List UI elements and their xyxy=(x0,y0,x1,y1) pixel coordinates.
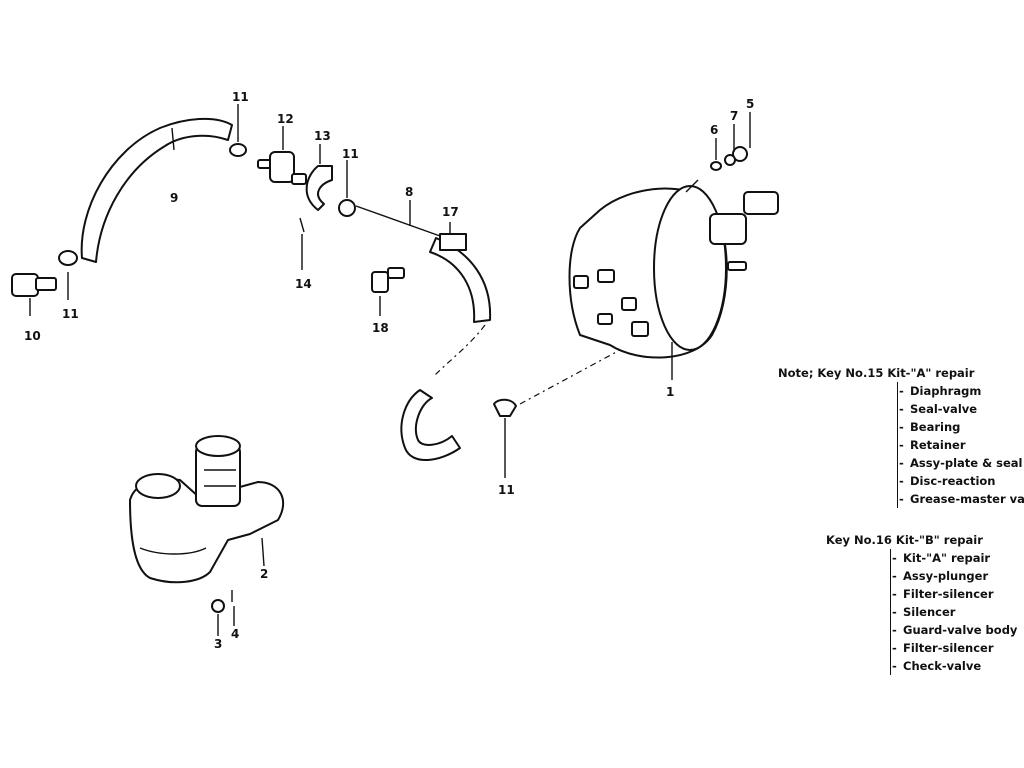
filter xyxy=(231,590,235,626)
list-item: Diaphragm xyxy=(899,382,1024,400)
repair-kit-b-note: Key No.16 Kit-"B" repair Kit-"A" repair … xyxy=(826,531,1017,675)
pipe-bracket xyxy=(439,222,467,251)
list-item: Check-valve xyxy=(892,657,1017,675)
callout-13: 13 xyxy=(314,129,331,143)
note-header: Key No.16 Kit-"B" repair xyxy=(826,533,983,547)
hose-clamp-upper xyxy=(229,104,247,157)
hose-connector xyxy=(11,273,57,316)
hose-clip xyxy=(305,144,333,211)
list-item: Silencer xyxy=(892,603,1017,621)
callout-8: 8 xyxy=(405,185,413,199)
callout-6: 6 xyxy=(710,123,718,137)
callout-11-upper: 11 xyxy=(232,90,249,104)
callout-10: 10 xyxy=(24,329,41,343)
hose-clamp-lower xyxy=(493,398,517,478)
washer xyxy=(710,138,722,171)
hose-clamp-middle xyxy=(338,160,356,217)
check-valve xyxy=(257,126,307,185)
nut xyxy=(732,112,751,162)
callout-14: 14 xyxy=(295,277,312,291)
note-header: Note; Key No.15 Kit-"A" repair xyxy=(778,366,975,380)
callout-11-lower: 11 xyxy=(498,483,515,497)
list-item: Assy-plate & seal xyxy=(899,454,1024,472)
callout-12: 12 xyxy=(277,112,294,126)
callout-11-left: 11 xyxy=(62,307,79,321)
list-item: Filter-silencer xyxy=(892,585,1017,603)
callout-5: 5 xyxy=(746,97,754,111)
repair-kit-a-note: Note; Key No.15 Kit-"A" repair Diaphragm… xyxy=(778,364,1024,508)
hose-clamp-left xyxy=(58,250,78,300)
clip-screw xyxy=(299,217,305,270)
master-cylinder xyxy=(129,435,285,584)
callout-17: 17 xyxy=(442,205,459,219)
bracket-bolt xyxy=(371,267,405,316)
vacuum-hose xyxy=(80,117,233,263)
list-item: Assy-plunger xyxy=(892,567,1017,585)
list-item: Kit-"A" repair xyxy=(892,549,1017,567)
kit-b-list: Kit-"A" repair Assy-plunger Filter-silen… xyxy=(890,549,1017,675)
lock-nut xyxy=(724,124,736,166)
callout-11-middle: 11 xyxy=(342,147,359,161)
callout-7: 7 xyxy=(730,109,738,123)
list-item: Retainer xyxy=(899,436,1024,454)
list-item: Bearing xyxy=(899,418,1024,436)
callout-4: 4 xyxy=(231,627,239,641)
list-item: Grease-master vac xyxy=(899,490,1024,508)
reservoir-cap xyxy=(211,599,225,636)
callout-1: 1 xyxy=(666,385,674,399)
vacuum-pipe xyxy=(355,200,492,376)
brake-booster xyxy=(568,179,779,380)
list-item: Seal-valve xyxy=(899,400,1024,418)
list-item: Filter-silencer xyxy=(892,639,1017,657)
booster-hose xyxy=(400,349,621,462)
callout-18: 18 xyxy=(372,321,389,335)
kit-a-list: Diaphragm Seal-valve Bearing Retainer As… xyxy=(897,382,1024,508)
callout-2: 2 xyxy=(260,567,268,581)
list-item: Guard-valve body xyxy=(892,621,1017,639)
callout-9: 9 xyxy=(170,191,178,205)
list-item: Disc-reaction xyxy=(899,472,1024,490)
callout-3: 3 xyxy=(214,637,222,651)
